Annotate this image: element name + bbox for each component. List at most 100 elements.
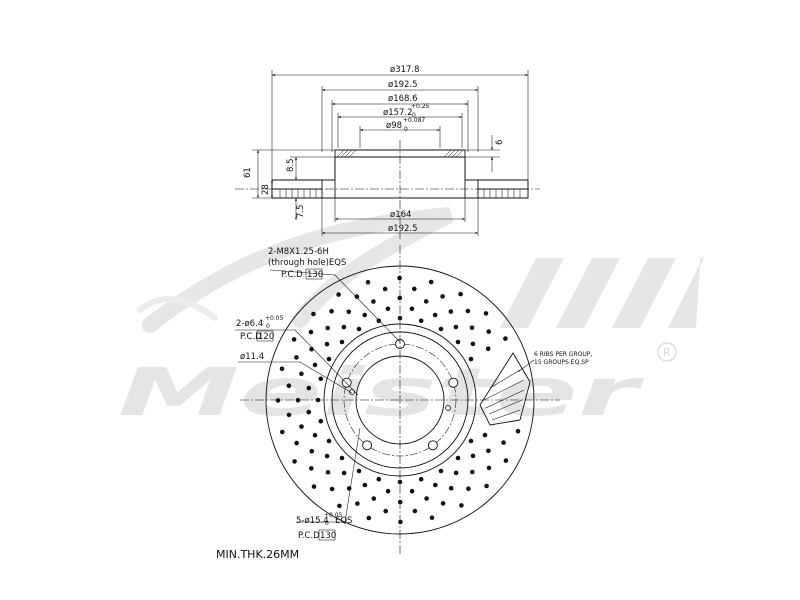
drill-hole	[424, 496, 429, 501]
drill-hole	[299, 371, 304, 377]
drill-hole	[294, 355, 299, 360]
drill-hole	[385, 488, 391, 494]
bolt-callout-suffix: EQS	[335, 516, 352, 526]
drill-hole	[339, 455, 345, 461]
drill-hole	[365, 280, 371, 285]
thread-callout-line1: 2-M8X1.25-6H	[268, 247, 329, 257]
drill-hole	[412, 508, 418, 514]
drill-hole	[432, 312, 438, 318]
drill-hole	[312, 433, 318, 438]
drill-hole	[503, 336, 508, 341]
drill-hole	[339, 339, 345, 345]
drill-hole	[308, 329, 314, 335]
ribs-callout-line2: 15 GROUPS EQ.SP	[534, 359, 589, 366]
drill-hole	[326, 356, 332, 362]
drill-hole	[329, 486, 335, 492]
drill-hole	[423, 299, 429, 304]
drill-hole	[418, 318, 424, 324]
bolt-tol-lower: 0	[325, 520, 329, 527]
pin-callout-prefix: 2-ø6.4	[236, 319, 263, 329]
drill-hole	[383, 508, 389, 514]
drill-hole	[309, 346, 314, 352]
drill-hole	[429, 515, 435, 520]
drill-hole	[458, 291, 463, 297]
ribs-callout-line1: 6 RIBS PER GROUP,	[534, 351, 592, 358]
drill-hole	[355, 501, 360, 506]
drill-hole	[418, 476, 424, 482]
bolt-callout-prefix: 5-ø15.4	[296, 516, 329, 526]
drill-hole	[385, 306, 391, 312]
small-hole-label: ø11.4	[240, 352, 264, 362]
dim-bore-label: ø98	[386, 121, 402, 131]
drill-hole	[329, 309, 334, 314]
drill-hole	[286, 412, 292, 418]
drill-hole	[292, 459, 297, 464]
dim-bore-tol-lower: 0	[404, 126, 408, 133]
drill-hole	[409, 306, 415, 312]
drill-hole	[354, 294, 360, 299]
drill-hole	[324, 453, 330, 459]
bolt-pcd-value: 130	[320, 531, 336, 541]
drill-hole	[346, 309, 352, 315]
drill-hole	[470, 453, 476, 459]
drill-hole	[309, 448, 315, 454]
dim-pilot-tol-upper: +0.25	[411, 103, 430, 110]
drill-hole	[440, 501, 446, 506]
drill-hole	[371, 496, 377, 501]
drill-hole	[299, 424, 304, 429]
dim-pilot-label: ø157.2	[383, 108, 413, 118]
drill-hole	[318, 376, 324, 382]
drill-hole	[362, 482, 368, 488]
dim-hat-bottom-label: ø164	[390, 210, 411, 220]
face-view	[235, 245, 560, 555]
drill-hole	[356, 468, 362, 474]
watermark-trademark-circle	[657, 342, 677, 362]
dim-hat-wall-label: 6	[495, 140, 505, 145]
dim-hat-od-label: ø192.5	[388, 80, 418, 90]
drill-pattern	[275, 275, 521, 525]
drill-hole	[433, 482, 438, 488]
drill-hole	[453, 470, 459, 476]
dim-pilot-tol-lower: 0	[412, 112, 416, 119]
dim-od-label: ø317.8	[390, 65, 420, 75]
dim-bore-tol-upper: +0.087	[403, 117, 425, 124]
drill-hole	[325, 325, 331, 331]
drill-hole	[318, 418, 324, 424]
dim-hat-bottom-od-label: ø192.5	[388, 224, 418, 234]
section-view: ø317.8 ø192.5 ø168.6 ø157.2 +0.25 0 ø98 …	[235, 65, 540, 240]
drill-hole	[398, 519, 403, 525]
drill-hole	[341, 470, 347, 476]
watermark-swoosh-tail	[137, 295, 218, 321]
drill-hole	[280, 429, 285, 435]
drill-hole	[341, 324, 347, 330]
drill-hole	[376, 476, 382, 482]
drill-hole	[438, 326, 444, 332]
drill-hole	[428, 279, 434, 285]
drill-hole	[468, 356, 474, 362]
drill-hole	[286, 383, 292, 389]
dim-rotor-thickness-label: 28	[261, 184, 271, 195]
drill-hole	[412, 286, 417, 292]
bolt-hole	[427, 440, 438, 451]
drill-hole	[468, 438, 474, 444]
drill-hole	[455, 455, 461, 461]
drill-hole	[455, 339, 461, 345]
drill-hole	[306, 385, 312, 391]
locating-pin-hole	[445, 405, 451, 411]
drill-hole	[337, 503, 342, 509]
dim-hat-offset-label: 8.5	[286, 158, 296, 172]
drill-hole	[448, 485, 454, 491]
rib-detail	[483, 369, 525, 421]
pin-tol-upper: +0.05	[265, 315, 284, 322]
watermark-trademark: R	[663, 346, 671, 359]
bolt-hole	[448, 377, 459, 388]
drill-hole	[486, 329, 492, 334]
thread-pcd-label: P.C.D	[281, 270, 303, 280]
drill-hole	[294, 440, 299, 446]
bolt-hole	[341, 377, 352, 388]
watermark-stripes	[500, 258, 704, 328]
drill-hole	[306, 409, 312, 415]
drill-hole	[503, 458, 509, 463]
drill-hole	[515, 428, 521, 434]
